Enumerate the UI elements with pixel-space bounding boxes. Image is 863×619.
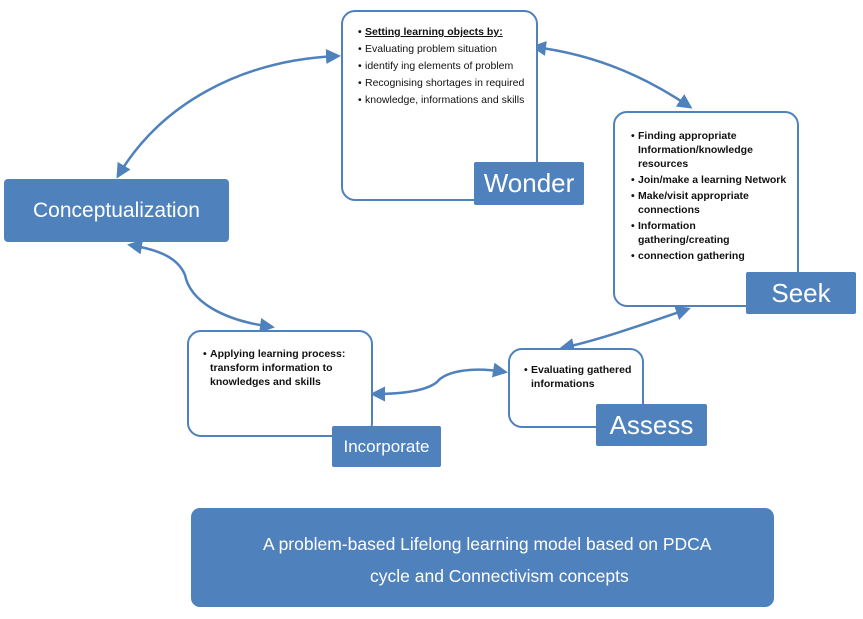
seek-item-2: Join/make a learning Network: [631, 173, 789, 187]
arrow-wonder-seek: [531, 41, 693, 109]
wonder-item-4: knowledge, informations and skills: [358, 93, 528, 107]
assess-label: Assess: [596, 404, 707, 446]
incorporate-item-1: Applying learning process: transform inf…: [203, 347, 365, 389]
arrow-assess-incorporate: [370, 362, 508, 402]
seek-item-4: Information gathering/creating: [631, 219, 789, 247]
wonder-item-1: Evaluating problem situation: [358, 42, 528, 56]
caption-line-1: A problem-based Lifelong learning model …: [263, 534, 712, 554]
wonder-item-3: Recognising shortages in required: [358, 76, 528, 90]
incorporate-box: Applying learning process: transform inf…: [187, 330, 373, 437]
seek-box: Finding appropriate Information/knowledg…: [613, 111, 799, 307]
seek-item-1: Finding appropriate Information/knowledg…: [631, 129, 789, 171]
conceptualization-label: Conceptualization: [4, 179, 229, 242]
wonder-heading: Setting learning objects by:: [358, 25, 528, 39]
wonder-item-2: identify ing elements of problem: [358, 59, 528, 73]
arrow-seek-assess: [559, 305, 691, 353]
seek-item-3: Make/visit appropriate connections: [631, 189, 789, 217]
wonder-label: Wonder: [474, 162, 584, 205]
assess-item-1: Evaluating gathered informations: [524, 363, 636, 391]
seek-label: Seek: [746, 272, 856, 314]
arrow-incorporate-conceptualization: [127, 239, 275, 333]
caption-box: A problem-based Lifelong learning model …: [191, 508, 774, 607]
incorporate-label: Incorporate: [332, 426, 441, 467]
caption-line-2: cycle and Connectivism concepts: [370, 566, 629, 586]
arrow-wonder-conceptualization: [116, 49, 341, 179]
wonder-box: Setting learning objects by: Evaluating …: [341, 10, 538, 201]
seek-item-5: connection gathering: [631, 249, 789, 263]
